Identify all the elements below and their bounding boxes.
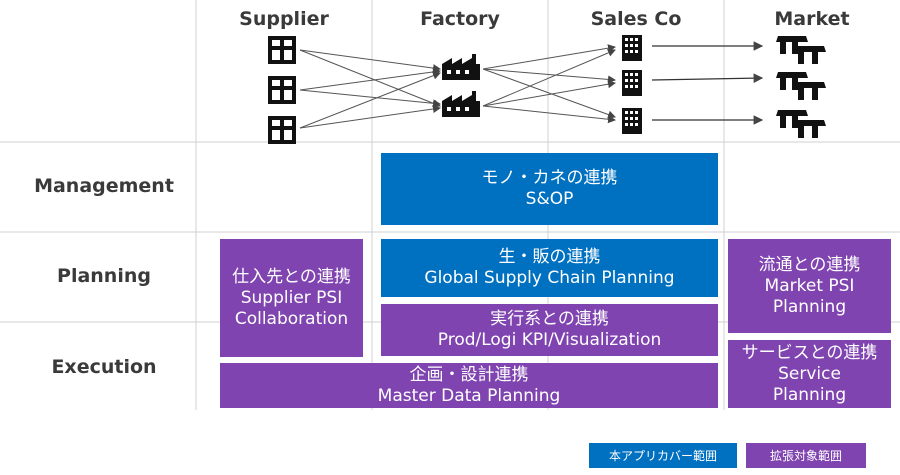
sop-en: S&OP	[525, 189, 574, 209]
market-psi-en1: Market PSI	[764, 275, 855, 296]
arrow-f2-c3	[482, 105, 616, 124]
column-supplier: Supplier	[239, 8, 329, 30]
arrow-f2-c2	[482, 80, 616, 107]
arrow-s2-f2	[299, 89, 441, 108]
gscp-en: Global Supply Chain Planning	[424, 268, 675, 288]
arrow-c2-m2	[651, 73, 764, 83]
row-execution: Execution	[51, 356, 157, 378]
arrow-f1-c1	[482, 44, 616, 70]
kpi-en: Prod/Logi KPI/Visualization	[437, 330, 662, 350]
office-building-icon	[268, 76, 296, 104]
sop-box: モノ・カネの連携 S&OP	[381, 153, 718, 225]
factory-icon	[442, 91, 480, 117]
tall-building-icon	[622, 70, 642, 96]
arrow-f1-c3	[482, 68, 616, 119]
kpi-box: 実行系との連携 Prod/Logi KPI/Visualization	[381, 304, 718, 356]
arrow-s1-f2	[299, 49, 441, 108]
tall-building-icon	[622, 108, 642, 134]
supplier-psi-box: 仕入先との連携 Supplier PSI Collaboration	[220, 239, 363, 357]
master-data-en: Master Data Planning	[377, 385, 561, 406]
office-building-icon	[268, 36, 296, 64]
gscp-jp: 生・販の連携	[498, 247, 601, 267]
column-factory: Factory	[420, 8, 500, 30]
service-en1: Service	[778, 363, 841, 384]
service-en2: Planning	[772, 384, 847, 405]
sales-market-arrows	[651, 41, 764, 125]
master-data-jp: 企画・設計連携	[409, 364, 529, 385]
factory-sales-arrows	[482, 44, 616, 124]
shops-icon	[776, 72, 826, 100]
service-jp: サービスとの連携	[741, 342, 878, 363]
shops-icon	[776, 36, 826, 64]
column-market: Market	[774, 8, 850, 30]
legend-in-scope: 本アプリカバー範囲	[589, 443, 737, 468]
arrow-f1-c2	[482, 68, 616, 84]
arrow-f2-c1	[482, 49, 616, 107]
row-planning: Planning	[57, 265, 151, 287]
row-management: Management	[34, 175, 174, 197]
arrow-s2-f1	[299, 67, 441, 91]
arrow-s3-f1	[299, 71, 441, 129]
column-sales-co: Sales Co	[590, 8, 682, 30]
tall-building-icon	[622, 35, 642, 61]
supplier-factory-arrows	[299, 49, 441, 129]
legend-extended: 拡張対象範囲	[746, 443, 866, 468]
market-psi-box: 流通との連携 Market PSI Planning	[728, 239, 891, 333]
supplier-psi-en2: Collaboration	[234, 308, 349, 329]
kpi-jp: 実行系との連携	[490, 309, 609, 329]
market-psi-jp: 流通との連携	[758, 254, 861, 275]
arrow-s1-f1	[299, 49, 441, 73]
shops-icon	[776, 110, 826, 138]
office-building-icon	[268, 116, 296, 144]
supplier-psi-jp: 仕入先との連携	[232, 266, 351, 287]
master-data-box: 企画・設計連携 Master Data Planning	[220, 363, 718, 408]
gscp-box: 生・販の連携 Global Supply Chain Planning	[381, 239, 718, 297]
supplier-psi-en1: Supplier PSI	[240, 287, 343, 308]
service-box: サービスとの連携 Service Planning	[728, 340, 891, 408]
market-psi-en2: Planning	[772, 296, 847, 317]
factory-icon	[442, 54, 480, 80]
sop-jp: モノ・カネの連携	[481, 168, 618, 188]
arrow-s3-f2	[299, 105, 441, 129]
